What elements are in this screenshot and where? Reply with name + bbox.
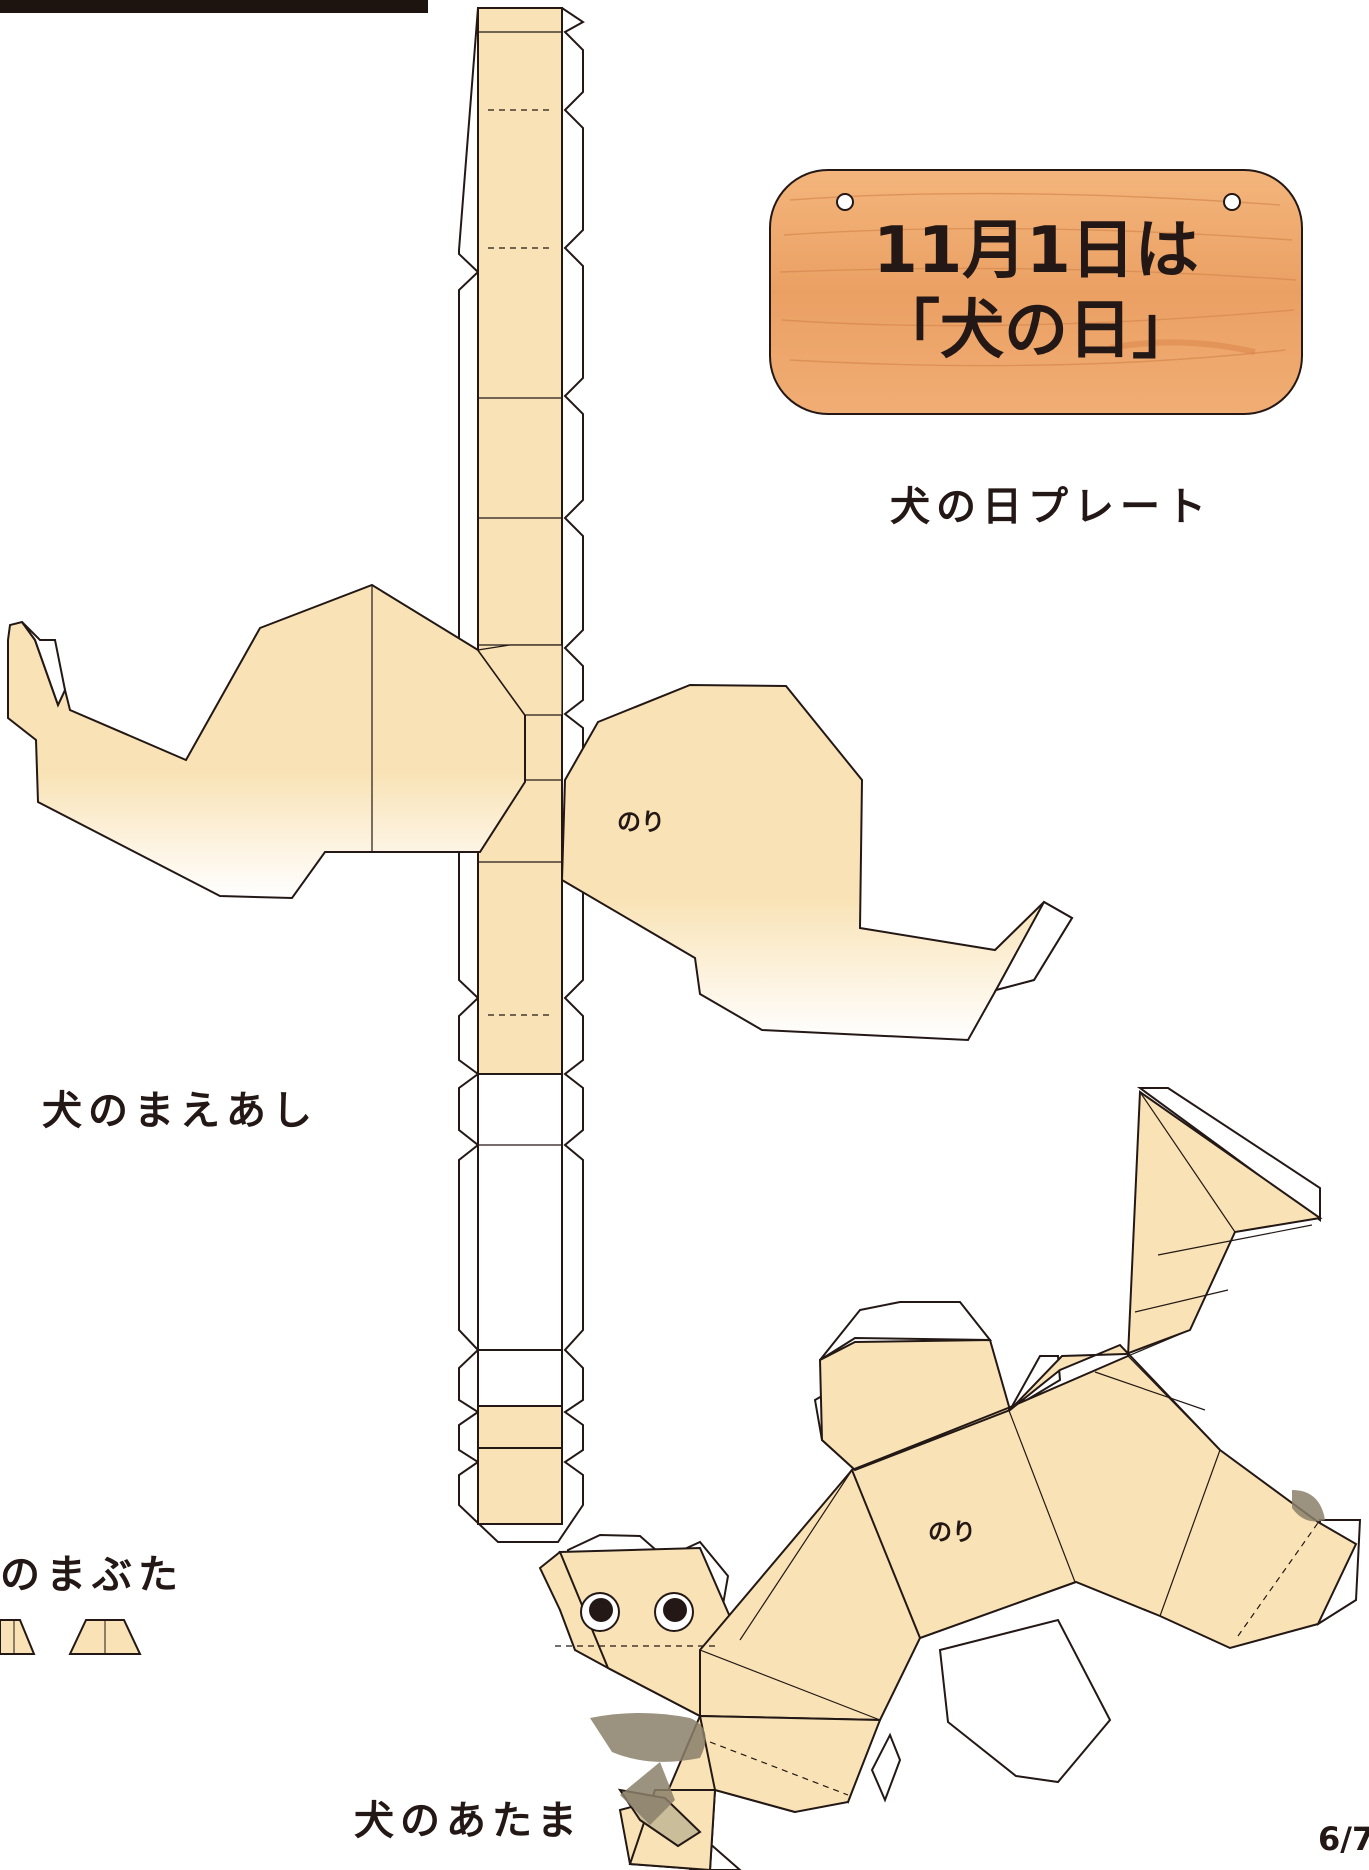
dog-day-plate xyxy=(769,169,1303,415)
eyelids-label: のまぶた xyxy=(0,1552,184,1598)
page-number: 6/7 xyxy=(1318,1820,1369,1858)
head-part xyxy=(538,1087,1362,1870)
plate-label: 犬の日プレート xyxy=(890,484,1212,530)
eyelids-part xyxy=(0,1619,142,1655)
plate-line-1: 11月1日は xyxy=(873,214,1199,288)
head-label: 犬のあたま xyxy=(354,1798,583,1844)
header-bar xyxy=(0,0,428,13)
front-legs-part xyxy=(7,583,1074,1042)
head-glue-text: のり xyxy=(928,1518,976,1546)
front-legs-label: 犬のまえあし xyxy=(42,1088,318,1134)
plate-line-2: 「犬の日」 xyxy=(876,294,1196,368)
front-legs-glue-text: のり xyxy=(617,808,665,836)
